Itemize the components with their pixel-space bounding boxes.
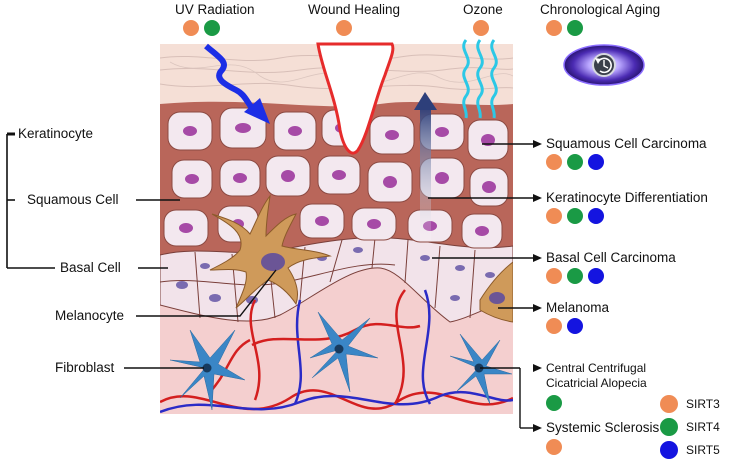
outcome-systemic-sclerosis-label: Systemic Sclerosis xyxy=(546,420,660,435)
sirt3-dot xyxy=(546,268,562,284)
legend-label: SIRT5 xyxy=(686,442,720,457)
outcome-ccca-dots xyxy=(546,395,562,411)
sirt5-dot xyxy=(588,208,604,224)
arrowheads xyxy=(533,140,542,432)
sirt4-dot xyxy=(546,395,562,411)
basal-cell-label: Basal Cell xyxy=(60,260,121,275)
outcome-melanoma-label: Melanoma xyxy=(546,300,610,315)
sirt3-dot xyxy=(546,20,562,36)
sirt4-dot xyxy=(567,208,583,224)
legend-item-sirt5: SIRT5 xyxy=(660,441,720,459)
stimulus-aging-label: Chronological Aging xyxy=(540,2,661,17)
outcome-ccca-label-line1: Central Centrifugal xyxy=(546,361,647,375)
stimulus-aging-dots xyxy=(546,20,583,36)
squamous-cell-label: Squamous Cell xyxy=(27,192,119,207)
legend-label: SIRT3 xyxy=(686,396,720,411)
stimulus-uv-label: UV Radiation xyxy=(175,2,255,17)
wound-gap xyxy=(316,42,395,155)
legend-item-sirt3: SIRT3 xyxy=(660,395,720,413)
stimulus-uv-dots xyxy=(183,20,220,36)
outcome-bcc-label: Basal Cell Carcinoma xyxy=(546,250,676,265)
differentiation-arrow xyxy=(414,92,437,240)
sirt3-dot xyxy=(546,318,562,334)
clock-rewind-icon xyxy=(563,44,645,86)
outcome-differentiation-dots xyxy=(546,208,604,224)
sirt4-dot xyxy=(567,20,583,36)
outcome-scc-label: Squamous Cell Carcinoma xyxy=(546,136,707,151)
stimulus-wound-dots xyxy=(336,20,352,36)
sirt4-dot xyxy=(567,154,583,170)
fibroblast-label: Fibroblast xyxy=(55,360,115,375)
sirt5-dot xyxy=(588,268,604,284)
legend-swatch xyxy=(660,395,678,413)
outcome-melanoma-dots xyxy=(546,318,583,334)
sirt3-dot xyxy=(546,208,562,224)
sirt3-dot xyxy=(336,20,352,36)
legend-item-sirt4: SIRT4 xyxy=(660,418,720,436)
stimulus-wound-label: Wound Healing xyxy=(308,2,401,17)
outcome-scc-dots xyxy=(546,154,604,170)
left-leader-lines xyxy=(124,199,277,369)
sirt5-dot xyxy=(567,318,583,334)
outcome-systemic-sclerosis-dots xyxy=(546,439,562,455)
legend-swatch xyxy=(660,418,678,436)
sirt3-dot xyxy=(546,154,562,170)
sirt3-dot xyxy=(473,20,489,36)
outcome-bcc-dots xyxy=(546,268,604,284)
sirt3-dot xyxy=(546,439,562,455)
outcome-differentiation-label: Keratinocyte Differentiation xyxy=(546,190,708,205)
legend-swatch xyxy=(660,441,678,459)
sirt3-dot xyxy=(183,20,199,36)
sirt5-dot xyxy=(588,154,604,170)
stimulus-ozone-label: Ozone xyxy=(463,2,503,17)
outcome-ccca-label-line2: Cicatricial Alopecia xyxy=(546,376,647,390)
sirt4-dot xyxy=(204,20,220,36)
ozone-waves-icon xyxy=(462,39,498,119)
keratinocyte-label: Keratinocyte xyxy=(18,126,94,141)
melanocyte-label: Melanocyte xyxy=(55,308,125,323)
uv-radiation-arrow xyxy=(204,43,270,124)
stimulus-ozone-dots xyxy=(473,20,489,36)
left-bracket xyxy=(6,132,55,269)
legend-label: SIRT4 xyxy=(686,419,720,434)
right-leader-arrows xyxy=(428,143,534,429)
sirt4-dot xyxy=(567,268,583,284)
